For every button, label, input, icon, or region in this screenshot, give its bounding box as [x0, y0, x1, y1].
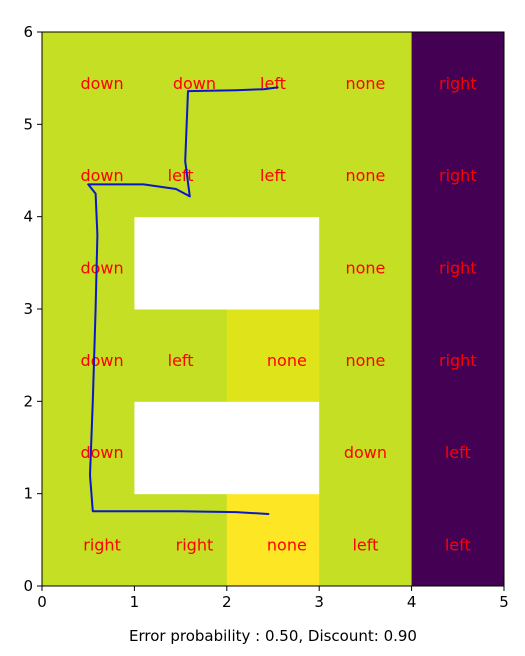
action-label: left [445, 443, 471, 462]
action-label: right [83, 535, 121, 554]
y-tick-label: 1 [23, 485, 33, 503]
grid-cell [134, 216, 228, 310]
y-tick-label: 0 [23, 577, 33, 595]
y-tick-label: 3 [23, 300, 33, 318]
action-label: right [439, 74, 477, 93]
x-tick-label: 2 [222, 593, 232, 611]
grid-cell [226, 124, 320, 218]
grid-cell [226, 309, 320, 402]
action-label: down [173, 74, 216, 93]
action-label: left [260, 166, 286, 185]
grid-cell [319, 401, 413, 495]
x-tick-label: 5 [499, 593, 509, 611]
y-tick-label: 2 [23, 392, 33, 410]
action-label: down [344, 443, 387, 462]
x-axis-ticks: 0 1 2 3 4 5 [37, 586, 509, 611]
grid-cell [411, 32, 505, 125]
action-label: down [80, 74, 123, 93]
action-label: right [439, 351, 477, 370]
grid-cell [226, 32, 320, 125]
trajectory-layer [87, 86, 279, 515]
action-label: down [80, 166, 123, 185]
trajectory-line [87, 86, 279, 515]
x-tick-label: 4 [407, 593, 417, 611]
grid-cell [226, 216, 320, 310]
action-label: right [176, 535, 214, 554]
grid-cell [42, 216, 135, 310]
action-label: none [267, 535, 307, 554]
action-label: right [439, 258, 477, 277]
action-label: none [345, 351, 385, 370]
action-label: none [345, 74, 385, 93]
y-tick-label: 5 [23, 115, 33, 133]
action-label: none [267, 351, 307, 370]
grid-cell [42, 401, 135, 495]
grid-cell [42, 124, 135, 218]
grid-cell [42, 493, 135, 587]
grid-cell [134, 124, 228, 218]
grid-cell [42, 32, 135, 125]
grid-cell [134, 32, 228, 125]
action-label: right [439, 166, 477, 185]
grid-cell [411, 124, 505, 218]
grid-cell [134, 309, 228, 402]
grid-cell [319, 124, 413, 218]
action-label: left [352, 535, 378, 554]
grid-cell [319, 493, 413, 587]
x-tick-label: 3 [314, 593, 324, 611]
grid-cell [134, 401, 228, 495]
action-label: none [345, 258, 385, 277]
grid-cell [411, 493, 505, 587]
action-label: down [80, 258, 123, 277]
grid-cell [42, 309, 135, 402]
action-label: none [345, 166, 385, 185]
grid-cell [319, 32, 413, 125]
y-axis-ticks: 0 1 2 3 4 5 6 [23, 23, 42, 595]
x-tick-label: 1 [130, 593, 140, 611]
grid-cell [411, 216, 505, 310]
grid-cell [226, 401, 320, 495]
cells-layer [42, 32, 505, 587]
grid-cell [411, 401, 505, 495]
action-label: left [168, 166, 194, 185]
y-tick-label: 4 [23, 208, 33, 226]
grid-cell [226, 493, 320, 587]
action-labels-layer: down down left none right down left left none rig… [80, 74, 476, 555]
grid-cell [134, 493, 228, 587]
grid-cell [319, 216, 413, 310]
action-label: down [80, 351, 123, 370]
x-axis-label: Error probability : 0.50, Discount: 0.90 [129, 627, 417, 645]
action-label: left [168, 351, 194, 370]
y-tick-label: 6 [23, 23, 33, 41]
action-label: down [80, 443, 123, 462]
x-tick-label: 0 [37, 593, 47, 611]
action-label: left [445, 535, 471, 554]
grid-cell [411, 309, 505, 402]
grid-cell [319, 309, 413, 402]
